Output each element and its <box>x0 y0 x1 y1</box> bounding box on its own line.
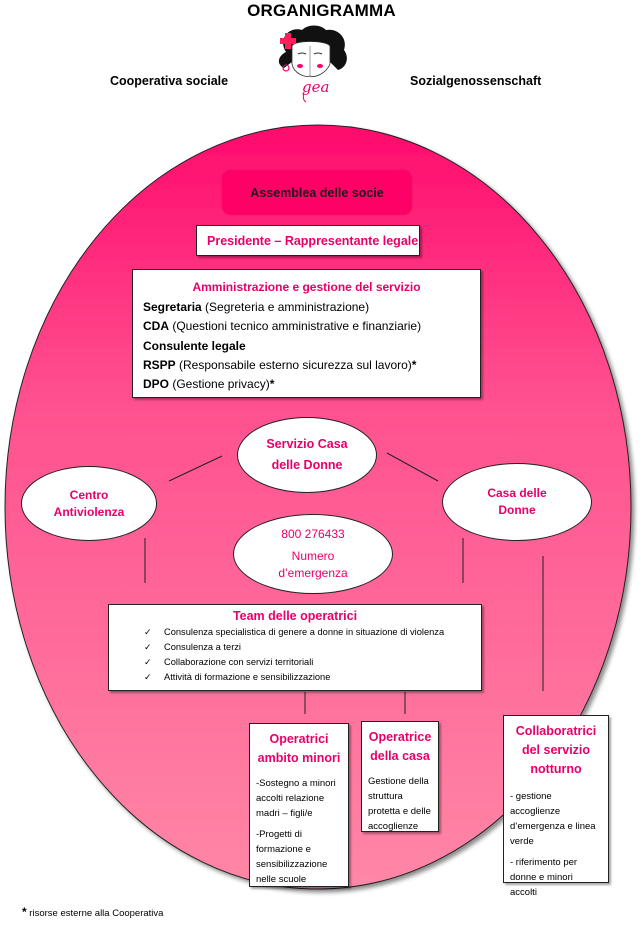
assemblea-label: Assemblea delle socie <box>250 185 384 200</box>
team-item-text: Collaborazione con servizi territoriali <box>164 657 314 667</box>
team-item: ✓ Consulenza specialistica di genere a do… <box>144 625 481 640</box>
page-title: ORGANIGRAMMA <box>247 1 396 20</box>
team-item: ✓ Collaborazione con servizi territoriali <box>144 655 481 670</box>
role-title: Collaboratrici del servizio notturno <box>515 724 597 776</box>
subtitle-sozialgenossenschaft: Sozialgenossenschaft <box>410 74 542 88</box>
oval-label: Centro <box>69 487 109 502</box>
external-mark: * <box>269 377 275 392</box>
admin-item-role: DPO <box>143 377 170 392</box>
admin-item-role: RSPP <box>143 357 176 372</box>
admin-item-role: CDA <box>143 319 169 334</box>
team-item-text: Consulenza a terzi <box>164 642 241 652</box>
oval-label: delle Donne <box>271 458 343 472</box>
operatrice-casa-box: Operatrice della casa Gestione della str… <box>361 721 439 832</box>
oval-label: Antiviolenza <box>53 504 125 519</box>
team-title: Team delle operatrici <box>232 609 358 623</box>
team-box: Team delle operatrici ✓ Consulenza specia… <box>108 604 482 691</box>
admin-item-desc: (Segreteria e amministrazione) <box>201 300 370 315</box>
collaboratrici-notturno-box: Collaboratrici del servizio notturno - g… <box>503 715 609 898</box>
check-icon: ✓ <box>144 642 152 652</box>
emergency-number: 800 276433 <box>281 527 345 541</box>
logo-text: gea <box>302 78 329 96</box>
admin-item: Consulente legale <box>143 337 480 356</box>
connector-servizio-centro <box>168 455 223 482</box>
admin-item: Segretaria (Segreteria e amministrazione… <box>143 298 480 317</box>
role-item: - riferimento per donne e minori accolti <box>510 857 578 898</box>
administration-title: Amministrazione e gestione del servizio <box>192 280 421 294</box>
oval-label: Servizio Casa <box>266 437 348 451</box>
numero-emergenza-oval: 800 276433 Numero d’emergenza <box>233 514 393 594</box>
administration-box: Amministrazione e gestione del servizio … <box>132 269 481 398</box>
admin-item-desc: (Responsabile esterno sicurezza sul lavo… <box>175 357 412 372</box>
team-item-text: Attività di formazione e sensibilizzazio… <box>164 672 331 682</box>
admin-item: DPO (Gestione privacy)* <box>143 375 480 394</box>
footnote: * risorse esterne alla Cooperativa <box>22 905 163 919</box>
role-item: - gestione accoglienze d’emergenza e lin… <box>510 791 596 847</box>
servizio-casa-oval: Servizio Casa delle Donne <box>237 417 377 493</box>
check-icon: ✓ <box>144 672 152 682</box>
admin-item-desc: (Questioni tecnico amministrative e fina… <box>169 319 422 334</box>
connector-servizio-casa <box>386 452 439 482</box>
oval-label: d’emergenza <box>278 566 348 580</box>
footnote-text: risorse esterne alla Cooperativa <box>26 908 164 919</box>
oval-label: Numero <box>291 549 335 563</box>
footnote-mark: * <box>22 905 27 919</box>
role-title: Operatrice della casa <box>368 730 432 763</box>
oval-label: Casa delle <box>487 486 547 500</box>
external-mark: * <box>411 357 417 372</box>
presidente-box: Presidente – Rappresentante legale <box>196 225 420 256</box>
admin-item-desc: (Gestione privacy) <box>169 377 270 392</box>
operatrici-minori-box: Operatrici ambito minori -Sostegno a min… <box>249 723 349 887</box>
team-item: ✓ Consulenza a terzi <box>144 640 481 655</box>
role-item: -Progetti di formazione e sensibilizzazi… <box>256 829 328 885</box>
admin-item: RSPP (Responsabile esterno sicurezza sul… <box>143 356 480 375</box>
casa-delle-donne-oval: Casa delle Donne <box>442 463 592 541</box>
role-title: Operatrici ambito minori <box>257 732 341 765</box>
admin-item: CDA (Questioni tecnico amministrative e … <box>143 317 480 336</box>
admin-item-role: Segretaria <box>143 300 202 315</box>
role-item: Gestione della struttura protetta e dell… <box>368 776 431 832</box>
assemblea-box: Assemblea delle socie <box>222 170 412 215</box>
check-icon: ✓ <box>144 627 152 637</box>
gea-logo: gea <box>278 25 347 103</box>
team-list: ✓ Consulenza specialistica di genere a do… <box>109 625 481 685</box>
oval-label: Donne <box>498 503 536 517</box>
check-icon: ✓ <box>144 657 152 667</box>
team-item-text: Consulenza specialistica di genere a don… <box>164 627 445 637</box>
centro-antiviolenza-oval: Centro Antiviolenza <box>21 466 157 541</box>
presidente-label: Presidente – Rappresentante legale <box>207 233 419 248</box>
subtitle-cooperativa: Cooperativa sociale <box>110 74 229 88</box>
team-item: ✓ Attività di formazione e sensibilizzazi… <box>144 670 481 685</box>
admin-item-role: Consulente legale <box>143 338 246 353</box>
role-item: -Sostegno a minori accolti relazione mad… <box>256 778 336 819</box>
